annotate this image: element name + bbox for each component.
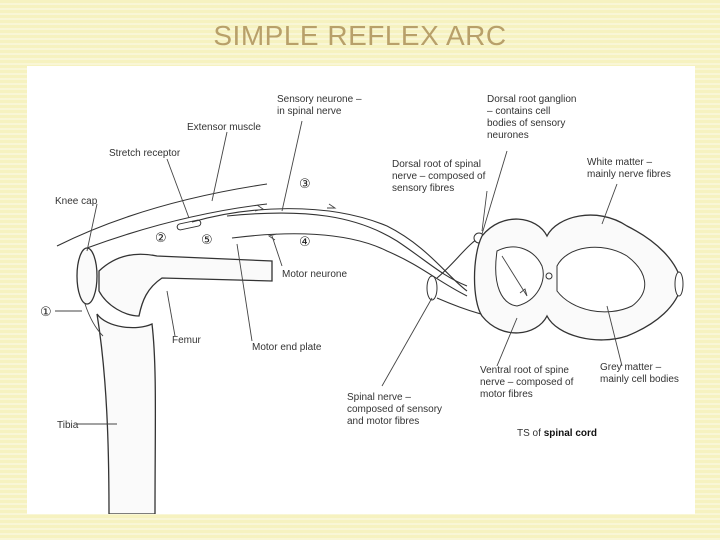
stretch-receptor-shape [176,219,202,231]
label-spinal-nerve-1: Spinal nerve – [347,392,411,403]
label-ts-bold: spinal cord [544,428,597,439]
grey-matter-right [556,246,646,313]
label-femur: Femur [172,335,202,346]
leader-drg [481,150,508,235]
cord-edge [674,271,684,297]
reflex-arc-diagram: Sensory neurone – in spinal nerve Extens… [40,94,684,514]
leader-femur [166,290,176,337]
label-motor-end-plate: Motor end plate [252,342,322,353]
label-white-matter-1: White matter – [587,157,652,168]
leader-grey-matter [606,305,623,367]
thigh-outline [56,183,268,247]
leader-sensory [281,120,303,212]
leader-ventral-root [496,317,518,367]
spinal-nerve-junction [426,275,438,301]
femur-bone [98,253,273,317]
label-white-matter-2: mainly nerve fibres [587,169,671,180]
extensor-muscle-outline [86,203,268,249]
step-marker-four: ④ [299,235,311,250]
knee-cap [76,247,98,305]
label-knee-cap: Knee cap [55,196,98,207]
step-marker-five: ⑤ [201,233,213,248]
label-grey-matter-2: mainly cell bodies [600,374,679,385]
reflex-arc-figure: Sensory neurone – in spinal nerve Extens… [27,66,695,514]
label-drg-3: bodies of sensory [487,118,565,129]
label-stretch-receptor: Stretch receptor [109,148,181,159]
step-marker-one: ① [40,305,52,320]
label-grey-matter-1: Grey matter – [600,362,662,373]
label-ts-spinal-cord: TS of spinal cord [517,428,597,439]
label-ventral-root-3: motor fibres [480,389,533,400]
label-spinal-nerve-2: composed of sensory [347,404,442,415]
patellar-tendon [84,303,104,337]
leader-white-matter [601,183,618,225]
sensory-arrow-2 [327,203,337,209]
leader-stretch [166,158,190,219]
leader-motor-neurone [271,235,283,267]
leader-end-plate [236,243,253,342]
sensory-arrow-1 [254,204,265,212]
step-marker-three: ③ [299,177,311,192]
label-sensory-neurone-1: Sensory neurone – [277,94,362,105]
leader-kneecap [86,203,98,252]
label-extensor-muscle: Extensor muscle [187,122,261,133]
label-drg-1: Dorsal root ganglion [487,94,577,105]
central-canal [545,272,553,280]
label-tibia: Tibia [57,420,79,431]
label-motor-neurone: Motor neurone [282,269,347,280]
tibia-bone [96,313,157,514]
step-marker-two: ② [155,231,167,246]
label-ventral-root-2: nerve – composed of [480,377,574,388]
label-ts-prefix: TS of [517,428,544,439]
label-ventral-root-1: Ventral root of spine [480,365,569,376]
label-sensory-neurone-2: in spinal nerve [277,106,342,117]
label-dorsal-root-1: Dorsal root of spinal [392,159,481,170]
label-dorsal-root-2: nerve – composed of [392,171,486,182]
leader-dorsal-root [481,190,488,232]
label-spinal-nerve-3: and motor fibres [347,416,419,427]
leader-spinal-nerve [381,297,433,387]
sensory-neurone-path [191,208,468,292]
interneurone-arrow [501,255,528,297]
leader-extensor [211,131,228,202]
label-drg-4: neurones [487,130,529,141]
slide-title: SIMPLE REFLEX ARC [213,20,507,51]
grey-matter [495,246,544,307]
label-dorsal-root-3: sensory fibres [392,183,454,194]
label-drg-2: – contains cell [487,106,550,117]
